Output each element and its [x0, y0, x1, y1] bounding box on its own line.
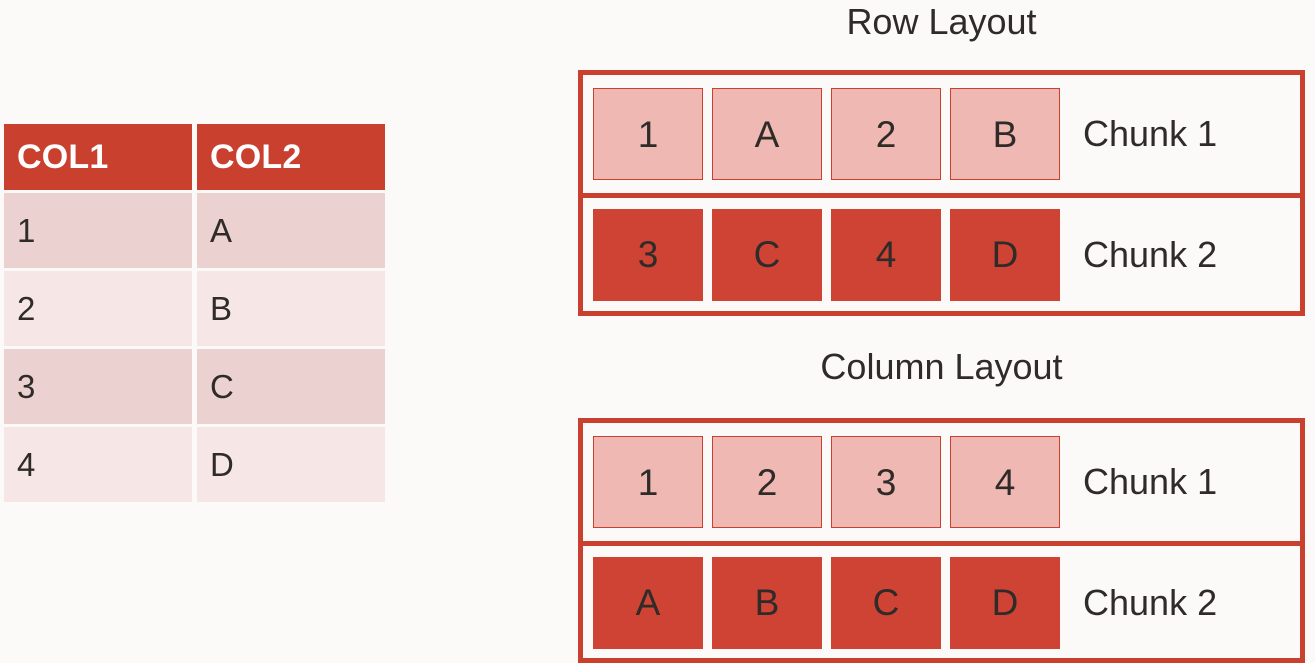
chunk-label: Chunk 2 [1083, 233, 1218, 275]
table-cell-col1: 3 [4, 349, 192, 424]
table-row: 4 D [4, 427, 385, 502]
table-cell-col2: B [197, 271, 385, 346]
chunk-cell: 1 [593, 436, 703, 528]
source-table: COL1 COL2 1 A 2 B 3 C 4 D [4, 124, 385, 502]
table-cell-col1: 4 [4, 427, 192, 502]
column-layout-title: Column Layout [820, 346, 1063, 387]
table-cell-col1: 1 [4, 193, 192, 268]
chunk-cell: 3 [831, 436, 941, 528]
column-layout-diagram: 1 2 3 4 Chunk 1 A B C D Chunk 2 [578, 418, 1305, 663]
table-cell-col2: C [197, 349, 385, 424]
column-layout-chunk-1: 1 2 3 4 Chunk 1 [583, 423, 1300, 541]
chunk-cell: C [712, 208, 822, 301]
table-cell-col2: A [197, 193, 385, 268]
chunk-label: Chunk 2 [1083, 581, 1218, 623]
column-header-col2: COL2 [197, 124, 385, 190]
table-row: 1 A [4, 193, 385, 268]
chunk-cell: 4 [950, 436, 1060, 528]
chunk-cell: 2 [831, 88, 941, 180]
chunk-cell: 4 [831, 208, 941, 301]
table-row: 2 B [4, 271, 385, 346]
table-header-row: COL1 COL2 [4, 124, 385, 190]
table-cell-col2: D [197, 427, 385, 502]
chunk-cell: A [712, 88, 822, 180]
chunk-cell: B [950, 88, 1060, 180]
chunk-cell: 1 [593, 88, 703, 180]
table-row: 3 C [4, 349, 385, 424]
chunk-cell: D [950, 556, 1060, 649]
row-layout-title: Row Layout [846, 1, 1037, 42]
chunk-cell: C [831, 556, 941, 649]
column-layout-chunk-2: A B C D Chunk 2 [583, 541, 1300, 659]
chunk-label: Chunk 1 [1083, 113, 1218, 154]
row-layout-chunk-1: 1 A 2 B Chunk 1 [583, 75, 1300, 193]
row-layout-diagram: 1 A 2 B Chunk 1 3 C 4 D Chunk 2 [578, 70, 1305, 316]
chunk-cell: 3 [593, 208, 703, 301]
chunk-cell: A [593, 556, 703, 649]
row-layout-chunk-2: 3 C 4 D Chunk 2 [583, 193, 1300, 311]
chunk-cell: D [950, 208, 1060, 301]
chunk-label: Chunk 1 [1083, 461, 1218, 502]
table-cell-col1: 2 [4, 271, 192, 346]
chunk-cell: B [712, 556, 822, 649]
chunk-cell: 2 [712, 436, 822, 528]
column-header-col1: COL1 [4, 124, 192, 190]
